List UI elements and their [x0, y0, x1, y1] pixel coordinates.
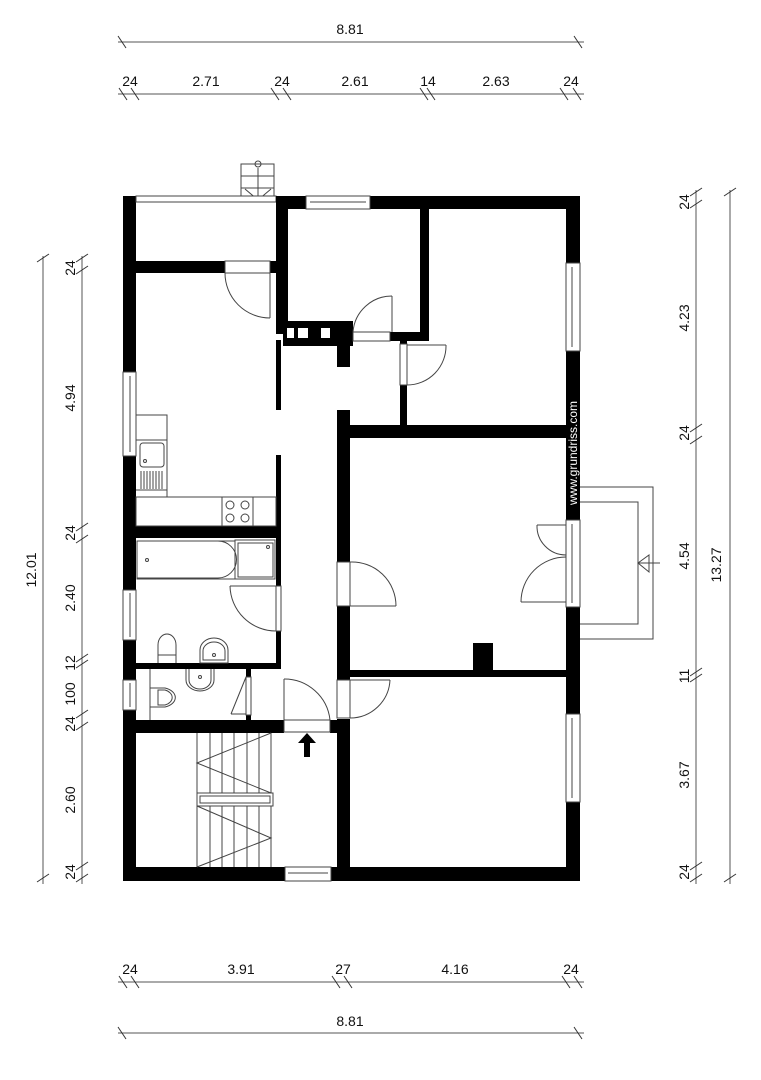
- staircase: [195, 732, 274, 868]
- svg-text:4.23: 4.23: [676, 304, 692, 331]
- washbasin-icon: [199, 637, 229, 664]
- top-dimension-total: 8.81: [117, 21, 584, 49]
- svg-text:24: 24: [676, 864, 692, 880]
- shower-tray-icon: [234, 539, 276, 580]
- svg-text:11: 11: [676, 669, 692, 684]
- bathtub-icon: [136, 540, 237, 580]
- svg-text:24: 24: [274, 73, 290, 89]
- svg-text:24: 24: [62, 716, 78, 732]
- svg-text:4.16: 4.16: [441, 961, 468, 977]
- stove-icon: [221, 496, 254, 527]
- wc-fixtures: [149, 669, 215, 720]
- svg-text:24: 24: [563, 961, 579, 977]
- svg-text:27: 27: [335, 961, 351, 977]
- svg-text:8.81: 8.81: [336, 1013, 363, 1029]
- svg-text:24: 24: [62, 260, 78, 276]
- top-left-window: [135, 195, 277, 203]
- left-dimension-segments: 24 4.94 24 2.40 12 100 24 2.60 24: [62, 253, 89, 884]
- svg-text:24: 24: [122, 73, 138, 89]
- svg-text:3.67: 3.67: [676, 761, 692, 788]
- toilet-icon: [157, 633, 177, 663]
- bottom-dimension-total: 8.81: [117, 1013, 584, 1040]
- watermark: www.grundriss.com: [566, 401, 580, 506]
- right-dimension-segments: 24 4.23 24 4.54 11 3.67 24: [676, 187, 703, 884]
- svg-text:13.27: 13.27: [708, 547, 724, 582]
- svg-text:3.91: 3.91: [227, 961, 254, 977]
- svg-text:4.54: 4.54: [676, 542, 692, 569]
- svg-text:2.71: 2.71: [192, 73, 219, 89]
- svg-text:2.63: 2.63: [482, 73, 509, 89]
- svg-text:2.61: 2.61: [341, 73, 368, 89]
- svg-text:24: 24: [122, 961, 138, 977]
- kitchen-counter: [135, 414, 277, 527]
- svg-text:12: 12: [62, 655, 78, 671]
- svg-text:8.81: 8.81: [336, 21, 363, 37]
- svg-text:24: 24: [62, 864, 78, 880]
- svg-text:24: 24: [563, 73, 579, 89]
- bottom-dimension-segments: 24 3.91 27 4.16 24: [118, 961, 584, 989]
- svg-text:12.01: 12.01: [23, 552, 39, 587]
- left-dimension-total: 12.01: [23, 253, 50, 884]
- wc-toilet-icon: [150, 687, 176, 708]
- wc-washbasin-icon: [185, 669, 215, 692]
- top-dimension-segments: 24 2.71 24 2.61 14 2.63 24: [118, 73, 584, 101]
- svg-text:24: 24: [676, 425, 692, 441]
- svg-text:24: 24: [676, 194, 692, 210]
- svg-text:4.94: 4.94: [62, 384, 78, 411]
- svg-text:24: 24: [62, 525, 78, 541]
- balcony-arrow-icon: [637, 554, 650, 574]
- windows: [122, 195, 581, 882]
- outer-walls: [123, 196, 580, 881]
- svg-text:100: 100: [62, 682, 78, 706]
- roof-ladder: [240, 160, 275, 201]
- doors: [224, 260, 567, 733]
- balcony: [576, 486, 660, 640]
- svg-text:2.60: 2.60: [62, 786, 78, 813]
- right-dimension-total: 13.27: [708, 187, 737, 884]
- interior-walls: [136, 196, 566, 867]
- kitchen-sink-icon: [139, 442, 165, 489]
- svg-text:14: 14: [420, 73, 436, 89]
- entrance-arrow-icon: [298, 733, 316, 757]
- svg-text:2.40: 2.40: [62, 584, 78, 611]
